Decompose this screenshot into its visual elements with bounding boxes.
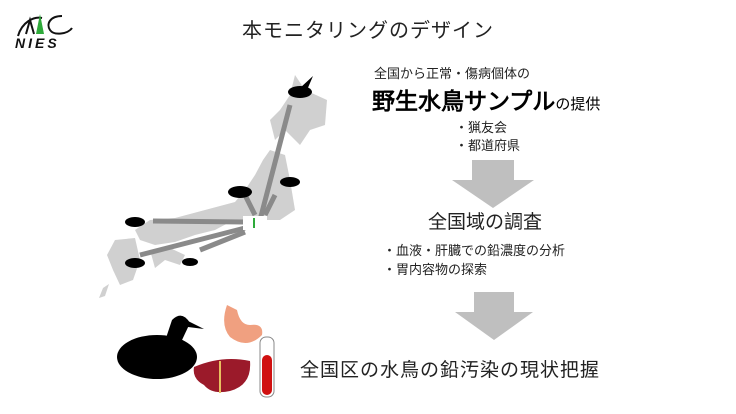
supply-suffix: の提供 <box>555 95 601 113</box>
japan-map <box>99 75 327 298</box>
bird-icon <box>125 217 145 227</box>
liver-icon <box>193 359 251 393</box>
nies-logo <box>17 14 73 37</box>
outcome-statement: 全国区の水鳥の鉛汚染の現状把握 <box>300 359 601 381</box>
logo-text: NIES <box>15 35 60 51</box>
kyushu <box>107 238 140 285</box>
supply-intro: 全国から正常・傷病個体の <box>374 67 531 82</box>
bird-icon <box>182 258 198 266</box>
shikoku <box>150 248 185 268</box>
hokkaido <box>270 75 327 145</box>
survey-heading: 全国域の調査 <box>428 211 543 233</box>
bird-icon <box>280 177 300 187</box>
duck-silhouette-icon <box>117 315 204 379</box>
samples-illustration <box>117 305 275 398</box>
bullet-stomach-contents: ・胃内容物の探索 <box>383 263 488 278</box>
bird-icon <box>125 258 145 268</box>
bullet-lead-analysis: ・血液・肝臓での鉛濃度の分析 <box>383 244 566 259</box>
bird-wing-icon <box>300 76 313 90</box>
down-arrow-icon <box>452 160 534 208</box>
bird-icon <box>228 186 252 198</box>
collection-arrows <box>139 104 293 258</box>
wild-waterfowl-samples: 野生水鳥サンプル <box>372 89 556 115</box>
bullet-prefectures: ・都道府県 <box>455 139 521 154</box>
slide-title: 本モニタリングのデザイン <box>242 18 494 42</box>
blood-test-tube-icon <box>259 336 275 398</box>
bullet-hunters-assoc: ・猟友会 <box>455 121 508 136</box>
supply-heading: 野生水鳥サンプルの提供 <box>372 82 600 116</box>
down-arrow-icon <box>455 292 533 340</box>
island <box>99 284 109 298</box>
bird-silhouettes <box>125 76 313 268</box>
stomach-icon <box>224 305 263 344</box>
bird-icon <box>288 86 312 98</box>
nies-marker-tree <box>253 218 255 228</box>
